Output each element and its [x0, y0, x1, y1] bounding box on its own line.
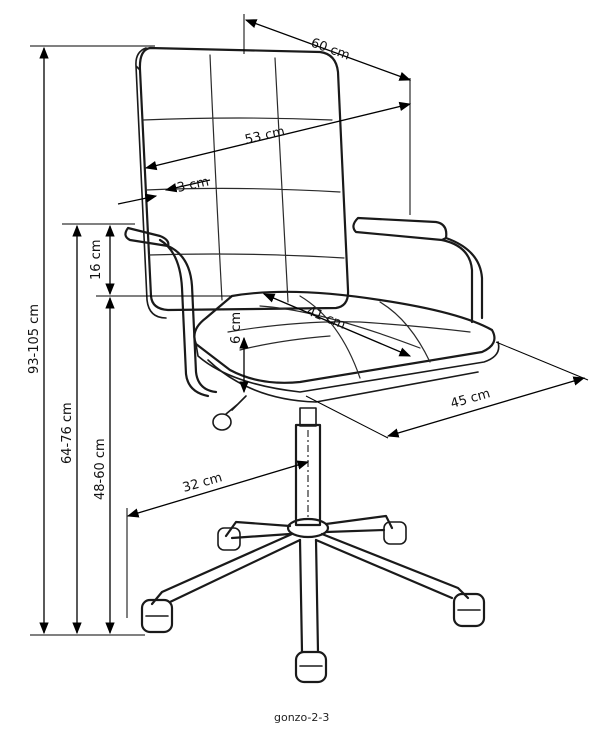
dimension-labels: 60 cm 53 cm 3 cm 16 cm 41 cm 6 cm 45 cm …	[27, 36, 492, 500]
dim-line-seat-width	[386, 376, 586, 438]
height-lever	[225, 395, 247, 415]
base-leg-front	[298, 538, 320, 654]
dim-line-backrest-thickness	[117, 193, 158, 205]
chair-drawing	[124, 46, 500, 684]
label-seat-thickness: 6 cm	[229, 312, 244, 344]
gas-lift-top	[299, 407, 317, 427]
caster-front-left	[140, 598, 174, 634]
caster-back-right	[383, 521, 407, 545]
right-arm-support	[440, 236, 484, 324]
model-caption: gonzo-2-3	[274, 711, 329, 724]
base-leg-front-left	[150, 532, 302, 606]
base-hub	[286, 517, 330, 539]
dim-line-seat-depth	[262, 293, 412, 357]
backrest-seams	[142, 54, 345, 303]
dim-line-base-radius	[126, 460, 310, 518]
label-depth-top: 60 cm	[309, 36, 352, 64]
label-seat-height: 48-60 cm	[93, 438, 108, 500]
label-armrest-height: 64-76 cm	[60, 402, 75, 464]
label-base-radius: 32 cm	[181, 470, 224, 496]
caster-back-left	[217, 527, 241, 551]
base-leg-back-right	[324, 514, 394, 534]
dim-line-backrest-width	[144, 101, 412, 171]
base-leg-back-left	[224, 520, 292, 540]
dim-line-depth-top	[244, 19, 412, 81]
label-armrest-above-seat: 16 cm	[89, 240, 104, 281]
backrest-outline	[138, 46, 350, 312]
caster-front-right	[452, 592, 486, 628]
dimension-lines	[30, 14, 589, 636]
left-arm-support	[158, 238, 218, 398]
label-seat-width: 45 cm	[449, 386, 492, 412]
right-armrest	[352, 216, 448, 242]
lever-knob	[212, 413, 232, 431]
backrest-side	[135, 47, 167, 319]
seat-front-edge	[195, 341, 500, 393]
label-backrest-thickness: 3 cm	[176, 175, 211, 196]
caster-front	[294, 650, 328, 684]
seat-bottom	[207, 359, 479, 403]
label-total-height: 93-105 cm	[27, 304, 42, 374]
